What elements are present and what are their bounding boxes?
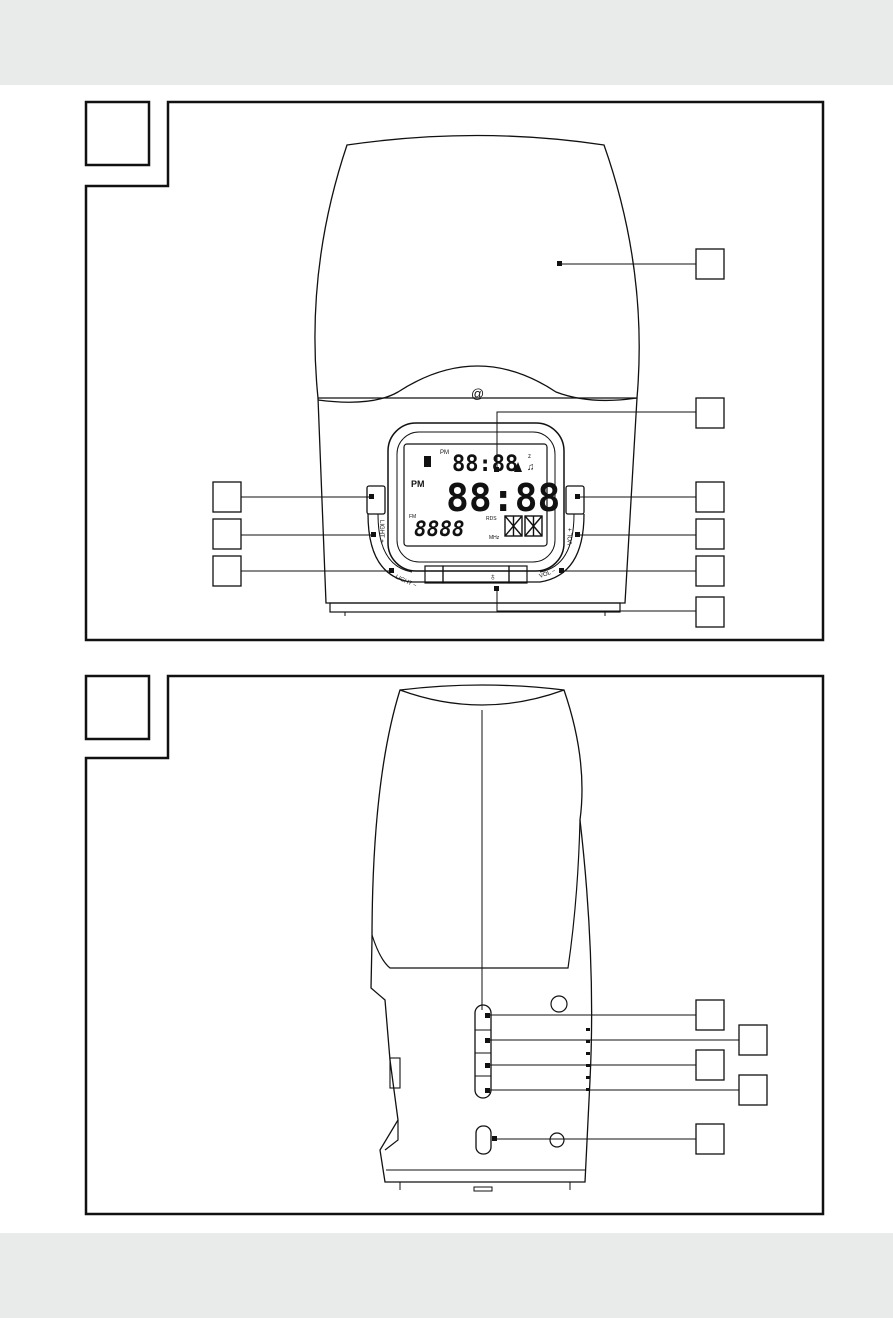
lamp-foot	[329, 602, 621, 613]
snooze-light-button[interactable]	[442, 565, 510, 584]
callout-box	[695, 481, 725, 513]
callout-box	[695, 999, 725, 1031]
display-bezel	[396, 431, 556, 563]
brand-logo: @	[471, 386, 484, 401]
rear-knob[interactable]	[550, 995, 568, 1013]
callout-box	[695, 1123, 725, 1155]
callout-box	[695, 518, 725, 550]
lamp-side-profile	[370, 684, 593, 1183]
figure-2-frame	[84, 674, 825, 1216]
figure-1-frame	[84, 100, 825, 642]
lcd-alarm-icons: ♫ z	[424, 454, 535, 473]
callout-box	[212, 555, 242, 587]
lcd-pm-small: PM	[440, 450, 449, 456]
figure-2-number-box	[84, 674, 151, 741]
side-clip	[389, 1057, 401, 1089]
slide-switch[interactable]	[475, 1125, 492, 1155]
leader-line	[496, 590, 696, 612]
lcd-alpha-segments	[504, 515, 543, 537]
callout-box	[695, 248, 725, 280]
lcd-screen	[403, 443, 548, 547]
bell-icon	[514, 462, 522, 472]
shade-wave	[317, 365, 638, 403]
callout-box	[695, 397, 725, 429]
lamp-shade	[314, 134, 640, 399]
lcd-rds-label: RDS	[486, 516, 497, 522]
vol-plus-label: VOL +	[568, 528, 574, 545]
figure-1: @ ♁	[84, 100, 825, 642]
bottom-button-left[interactable]	[424, 565, 444, 584]
rear-control-strip	[474, 1004, 492, 1099]
leader-line	[496, 411, 696, 470]
light-plus-label: LIGHT +	[378, 520, 384, 543]
light-up-button[interactable]	[366, 485, 386, 515]
lcd-clock-big: 88:88	[446, 476, 560, 520]
shade-top-edge	[399, 689, 565, 706]
shade-lower-edge	[371, 819, 581, 969]
callout-box	[738, 1024, 768, 1056]
callout-box	[695, 596, 725, 628]
power-socket	[549, 1132, 565, 1148]
callout-box	[212, 518, 242, 550]
music-note-icon: ♫	[527, 462, 535, 473]
display-housing	[387, 422, 565, 572]
callout-box	[695, 1049, 725, 1081]
light-minus-label: LIGHT −	[394, 574, 418, 589]
alarm-light-icon	[424, 456, 431, 467]
button-arc	[367, 513, 585, 583]
figure-1-number-box	[84, 100, 151, 167]
lcd-clock-small: 88:88	[452, 452, 518, 477]
manual-page	[0, 85, 893, 1233]
bulb-icon: ♁	[489, 572, 497, 583]
lcd-fm-label: FM	[409, 514, 416, 520]
callout-box	[738, 1074, 768, 1106]
figure-2	[84, 674, 825, 1216]
callout-box	[212, 481, 242, 513]
bottom-button-right[interactable]	[508, 565, 528, 584]
lcd-pm-big: PM	[411, 479, 425, 489]
lcd-frequency: 8888	[414, 517, 465, 541]
lcd-mhz-label: MHz	[489, 535, 500, 541]
callout-box	[695, 555, 725, 587]
vol-up-button[interactable]	[565, 485, 585, 515]
sleep-icon: z	[528, 454, 531, 460]
vol-minus-label: VOL −	[539, 568, 557, 580]
